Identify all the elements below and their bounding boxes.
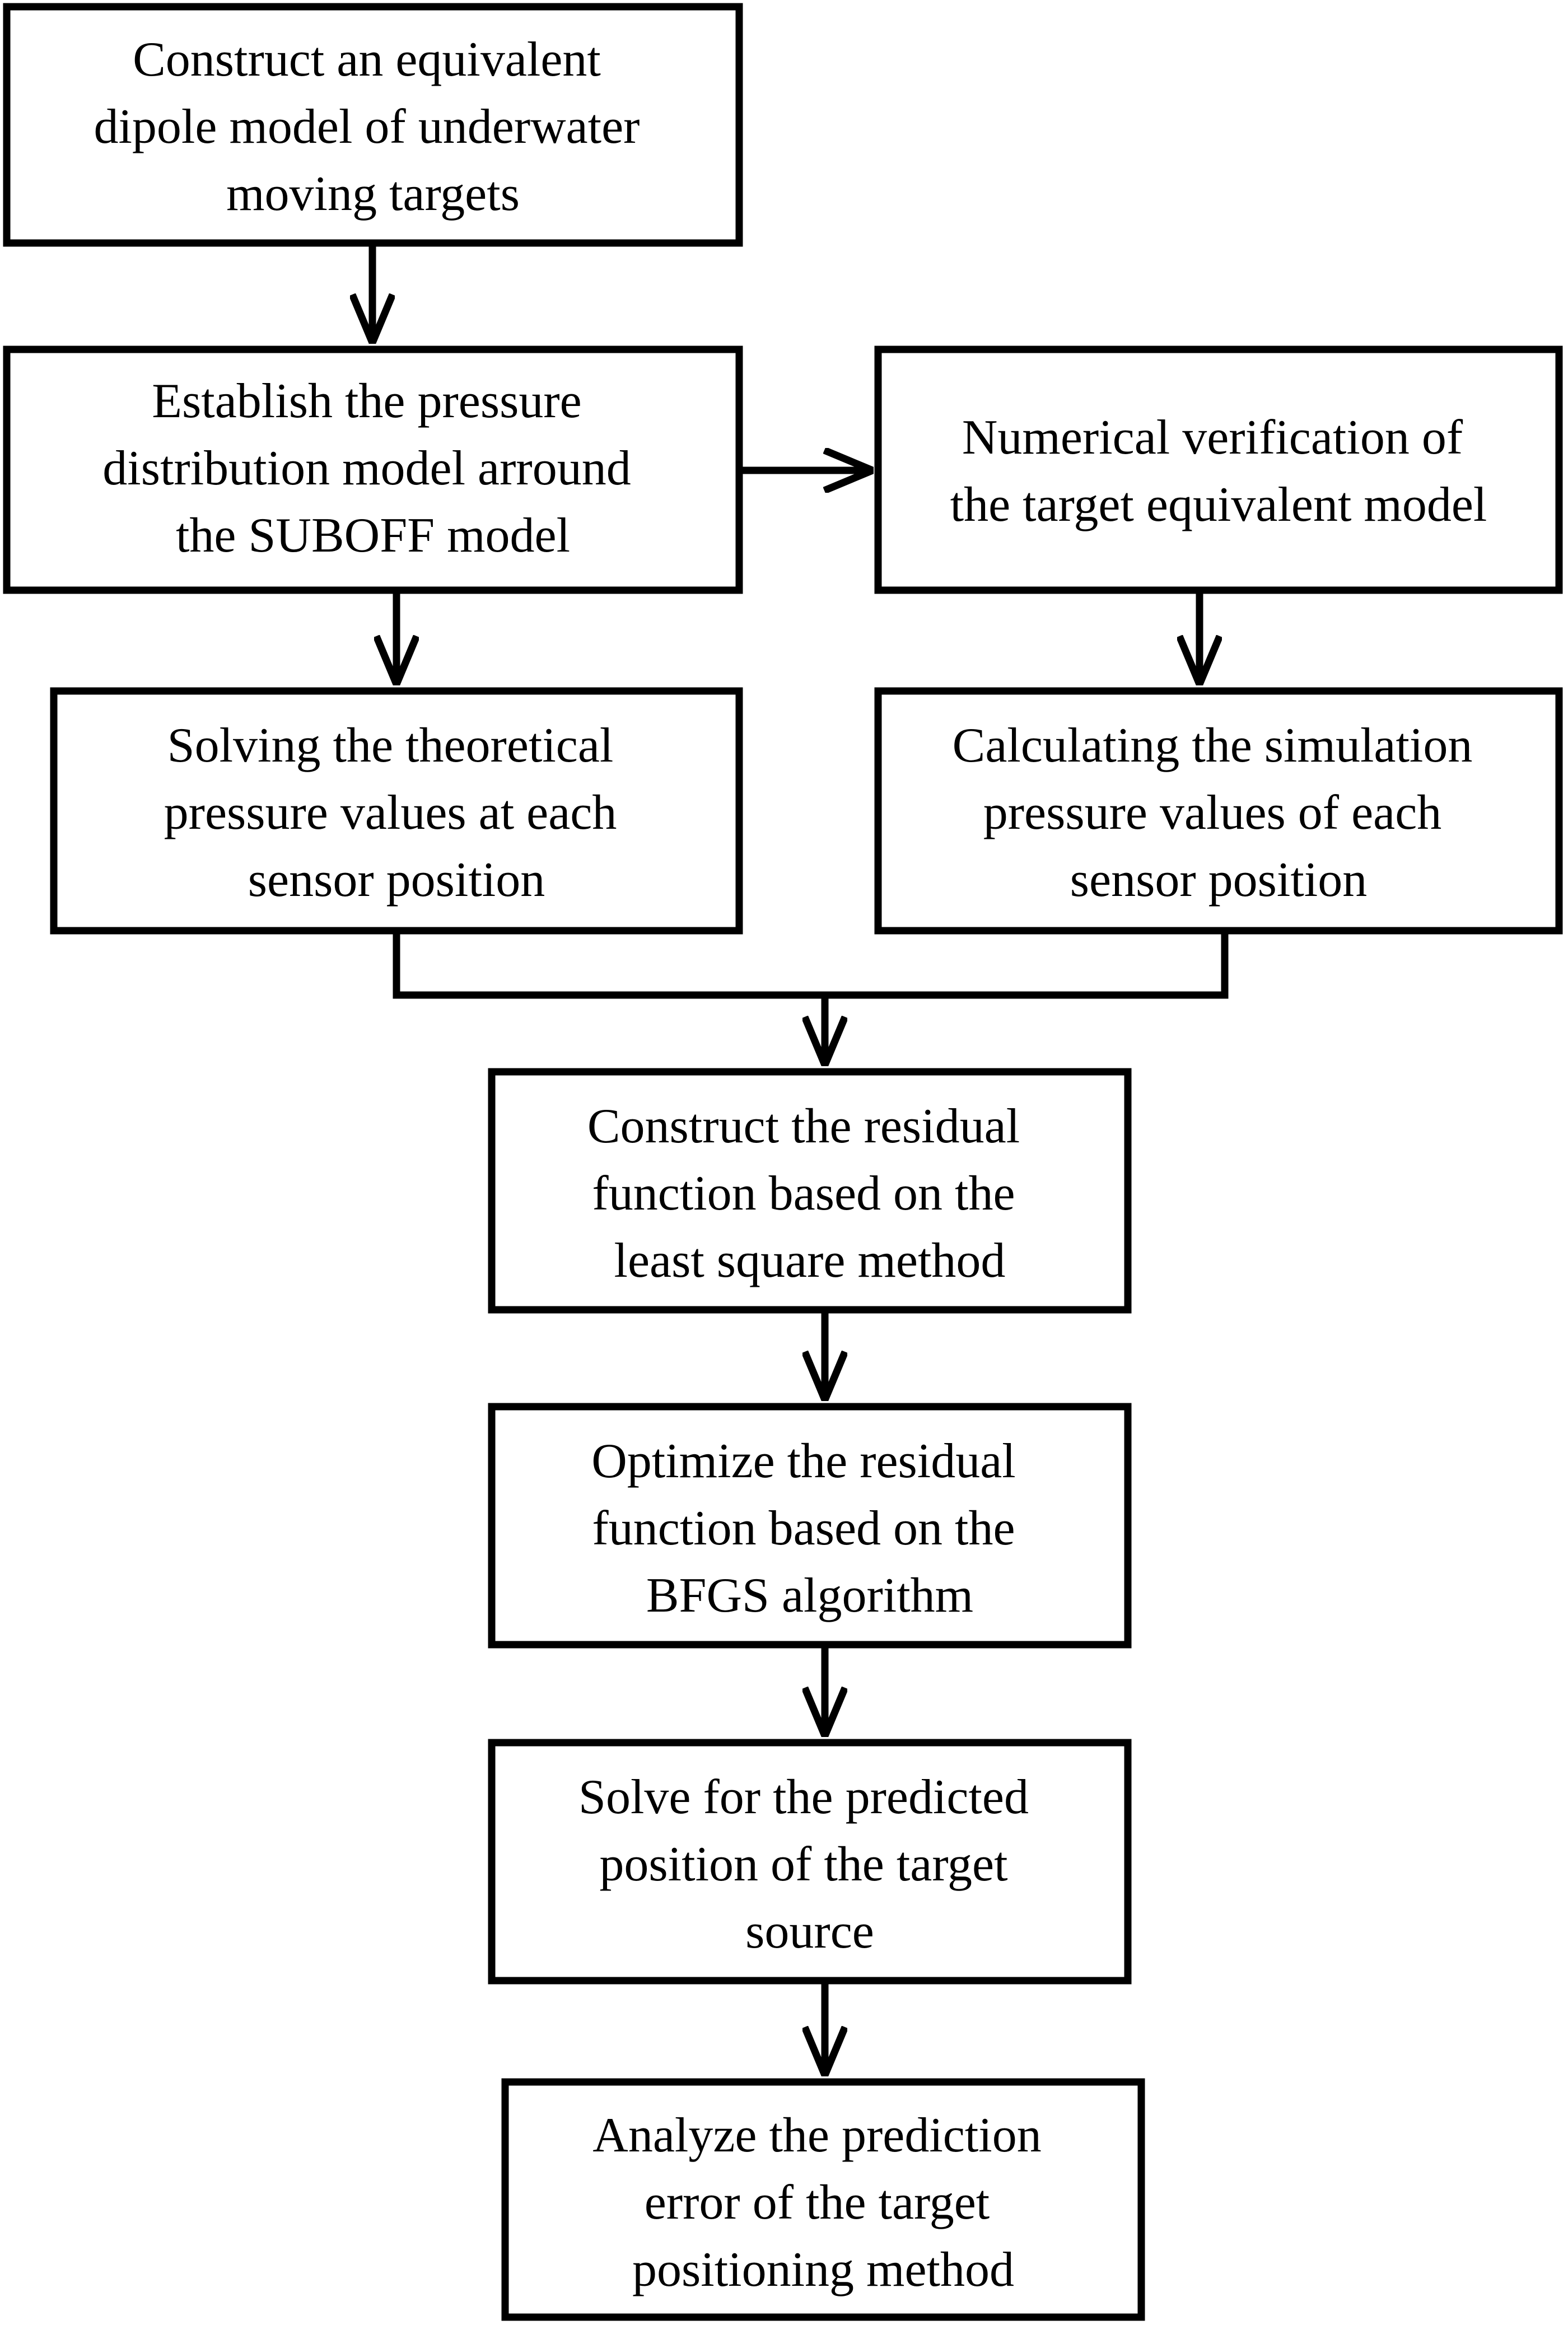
node-calculating-simulation-pressure: Calculating the simulation pressure valu… [874,687,1563,935]
node-label: Optimize the residual function based on … [591,1434,1028,1623]
node-label-line: function based on the [592,1166,1015,1221]
node-label-line: dipole model of underwater [94,100,640,154]
node-label-line: Establish the pressure [152,374,581,428]
node-label-line: function based on the [592,1501,1015,1556]
edge-n4-merge [393,933,825,999]
node-optimize-residual-function: Optimize the residual function based on … [488,1403,1132,1649]
node-label-line: Numerical verification of [962,410,1463,465]
node-box [3,346,743,594]
node-label-line: Optimize the residual [591,1434,1016,1488]
node-label-line: sensor position [1070,853,1367,907]
node-label-line: positioning method [632,2243,1014,2297]
node-label-line: Construct the residual [587,1099,1020,1154]
node-box [874,687,1563,935]
node-label: Calculating the simulation pressure valu… [953,718,1485,907]
node-label-line: distribution model arround [102,441,631,496]
node-label-line: pressure values of each [983,786,1442,840]
node-label: Numerical verification of the target equ… [950,410,1487,532]
node-solving-theoretical-pressure: Solving the theoretical pressure values … [50,687,743,935]
edge-n5-merge [825,933,1229,999]
node-box [488,1068,1132,1314]
node-box [501,2078,1145,2321]
node-label-line: BFGS algorithm [646,1568,973,1623]
node-analyze-prediction-error: Analyze the prediction error of the targ… [501,2078,1145,2321]
node-label: Solve for the predicted position of the … [578,1770,1041,1959]
node-construct-residual-function: Construct the residual function based on… [488,1068,1132,1314]
node-numerical-verification: Numerical verification of the target equ… [874,346,1563,594]
node-label-line: Calculating the simulation [953,718,1473,773]
node-label-line: Solve for the predicted [578,1770,1029,1824]
node-box [488,1739,1132,1985]
node-label-line: pressure values at each [164,786,617,840]
node-box [874,346,1563,594]
node-label: Solving the theoretical pressure values … [164,718,629,907]
node-establish-pressure-model: Establish the pressure distribution mode… [3,346,743,594]
node-label-line: source [745,1904,874,1959]
node-label-line: Solving the theoretical [167,718,614,773]
node-box [3,3,743,247]
node-label: Construct an equivalent dipole model of … [94,32,652,221]
node-label-line: position of the target [599,1837,1007,1892]
node-label-line: moving targets [226,167,520,221]
node-label-line: Analyze the prediction [592,2108,1041,2163]
node-label-line: sensor position [248,853,545,907]
node-solve-predicted-position: Solve for the predicted position of the … [488,1739,1132,1985]
node-label: Construct the residual function based on… [587,1099,1032,1288]
node-label: Analyze the prediction error of the targ… [592,2108,1053,2297]
node-label-line: least square method [614,1234,1006,1288]
node-box [488,1403,1132,1649]
node-label-line: error of the target [645,2175,990,2230]
node-label-line: the SUBOFF model [176,508,570,563]
node-construct-dipole-model: Construct an equivalent dipole model of … [3,3,743,247]
node-label: Establish the pressure distribution mode… [102,374,643,563]
connectors [372,246,1229,2075]
node-label-line: Construct an equivalent [133,32,601,87]
node-box [50,687,743,935]
node-label-line: the target equivalent model [950,478,1487,532]
